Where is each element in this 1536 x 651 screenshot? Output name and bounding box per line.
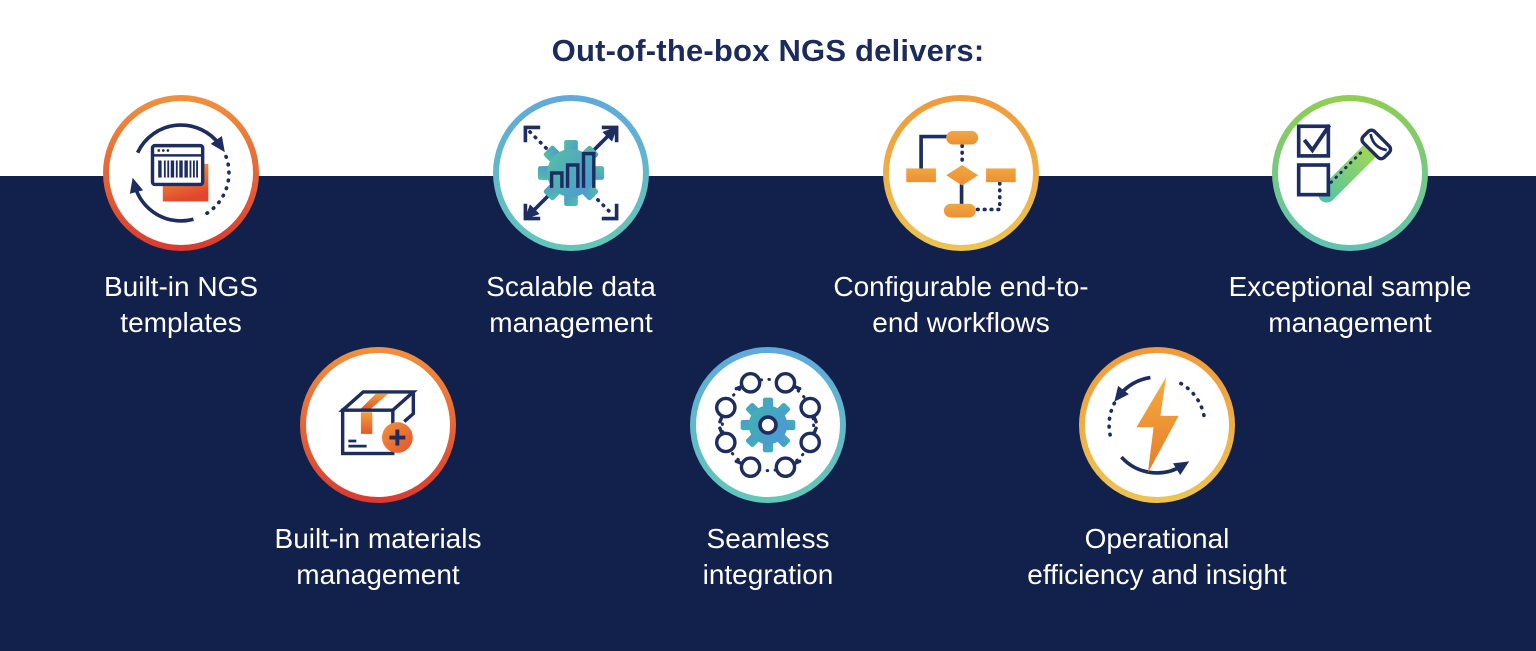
integration-gear-network-icon	[714, 371, 822, 479]
feature-label: Built-in materials management	[274, 523, 482, 590]
workflow-flowchart-icon	[906, 130, 1016, 218]
feature-label: Operational efficiency and insight	[1027, 523, 1287, 590]
icon-circle	[300, 347, 456, 503]
feature-materials-management: Built-in materials management	[198, 347, 558, 593]
feature-scalable-data: Scalable data management	[391, 95, 751, 341]
icon-circle	[103, 95, 259, 251]
feature-label: Configurable end-to- end workflows	[833, 271, 1089, 338]
feature-integration: Seamless integration	[588, 347, 948, 593]
feature-efficiency: Operational efficiency and insight	[977, 347, 1337, 593]
sample-tube-checklist-icon	[1296, 124, 1393, 203]
page-title: Out-of-the-box NGS delivers:	[551, 32, 985, 68]
feature-label: Scalable data management	[486, 271, 656, 338]
icon-circle	[493, 95, 649, 251]
icon-circle	[883, 95, 1039, 251]
icon-circle	[1079, 347, 1235, 503]
icon-circle	[690, 347, 846, 503]
sync-browser-barcode-icon	[129, 123, 231, 223]
feature-label: Seamless integration	[702, 523, 834, 590]
feature-label: Built-in NGS templates	[103, 271, 259, 338]
scalable-gear-chart-icon	[523, 125, 619, 221]
icon-circle	[1272, 95, 1428, 251]
feature-sample-management: Exceptional sample management	[1170, 95, 1530, 341]
feature-ngs-templates: Built-in NGS templates	[1, 95, 361, 341]
feature-label: Exceptional sample management	[1228, 271, 1472, 338]
feature-workflows: Configurable end-to- end workflows	[781, 95, 1141, 341]
materials-box-plus-icon	[338, 390, 418, 456]
efficiency-lightning-sync-icon	[1107, 375, 1207, 476]
